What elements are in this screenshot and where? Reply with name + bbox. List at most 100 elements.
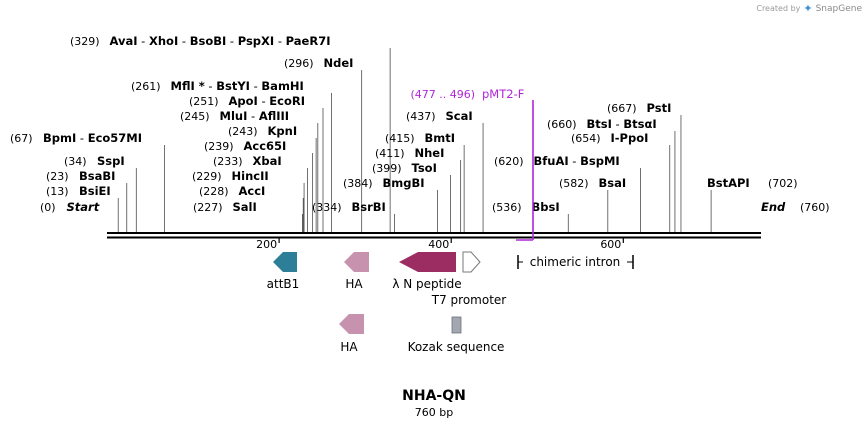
site-position: (13) [46,185,69,198]
site-position: (654) [571,132,601,145]
snapgene-credit: Created by ✦ SnapGene [756,2,862,15]
site-name: BpmI - Eco57MI [43,131,142,145]
map-length: 760 bp [414,406,454,419]
feature-label-lambda-n: λ N peptide [392,277,461,291]
site-name: BfuAI - BspMI [534,154,620,168]
site-end[interactable]: End(760) [761,200,830,214]
site-position: (582) [559,177,589,190]
primer-pmt2-f[interactable]: (477 .. 496) pMT2-F [410,87,534,241]
feature-arrow-lambda-n [399,252,456,272]
site-start[interactable]: (0)Start [40,200,100,214]
site-name: MflI * - BstYI - BamHI [171,79,304,93]
site-name: Acc65I [244,139,287,153]
feature-arrow-ha-2 [339,314,364,334]
site-bsabi[interactable]: (23) BsaBI [46,169,115,183]
site-acc65i[interactable]: (239) Acc65I [204,139,286,153]
site-bmgbi[interactable]: (384)BmgBI [343,176,425,190]
intron-label-bg [523,253,627,270]
site-position: (227) [193,201,223,214]
site-hincii[interactable]: (229)HincII [192,169,269,183]
site-btsi[interactable]: (660)BtsI - BtsαI [547,117,657,131]
site-bfuai[interactable]: (620) BfuAI - BspMI [494,154,620,168]
site-bbsi[interactable]: (536)BbsI [492,200,560,214]
site-name: SspI [97,154,125,168]
site-position: (243) [228,125,258,138]
site-position: (399) [372,162,402,175]
site-bstapi[interactable]: BstAPI(702) [707,176,798,190]
scale-tick-label: 400 [428,238,449,251]
site-name: Start [67,200,100,214]
site-bmti[interactable]: (415) BmtI [385,131,455,145]
feature-arrow-ha-1 [344,252,369,272]
site-position: (296) [284,57,314,70]
feature-kozak-sequence[interactable]: Kozak sequence [408,316,505,354]
feature-ha-1[interactable]: HA [344,252,369,291]
site-name: KpnI [268,124,298,138]
site-name: End [761,200,786,214]
site-bpmi[interactable]: (67)BpmI - Eco57MI [10,131,142,145]
site-bsai[interactable]: (582) BsaI [559,176,626,190]
primer-name: pMT2-F [482,87,524,101]
site-apoi[interactable]: (251)ApoI - EcoRI [189,94,305,108]
site-position: (620) [494,155,524,168]
site-i-ppoi[interactable]: (654) I-PpoI [571,131,648,145]
site-position: (239) [204,140,234,153]
snapgene-logo-icon: ✦ [803,2,813,15]
site-name: TsoI [412,161,437,175]
feature-t7-promoter[interactable]: T7 promoter [431,251,507,307]
scale-tick-label: 600 [600,238,621,251]
site-name: I-PpoI [611,131,649,145]
site-position: (415) [385,132,415,145]
feature-lambda-n-peptide[interactable]: λ N peptide [392,252,462,291]
site-name: XbaI [253,154,282,168]
feature-label-ha-1: HA [345,277,363,291]
feature-attb1[interactable]: attB1 [267,252,300,291]
site-position: (229) [192,170,222,183]
site-position: (23) [46,170,69,183]
site-acci[interactable]: (228)AccI [199,184,265,198]
site-position: (251) [189,95,219,108]
site-kpni[interactable]: (243) KpnI [228,124,297,138]
site-tsoi[interactable]: (399) TsoI [372,161,437,175]
site-name: BsrBI [352,200,386,214]
site-name: NdeI [324,56,354,70]
feature-label-ha-2: HA [340,340,358,354]
feature-chimeric-intron[interactable]: chimeric intron [517,253,634,270]
site-scai[interactable]: (437)ScaI [406,109,473,123]
site-bsrbi[interactable]: (334) BsrBI [312,200,386,214]
site-psti[interactable]: (667) PstI [607,101,671,115]
site-leader-lines [117,48,712,232]
feature-arrow-t7 [462,251,481,273]
site-sspi[interactable]: (34) SspI [64,154,125,168]
site-mlui[interactable]: (245)MluI - AflIII [180,109,289,123]
site-name: BsaI [599,176,627,190]
snapgene-product-name: SnapGene [815,3,862,14]
site-sali[interactable]: (227)SalI [193,200,257,214]
site-name: BmtI [425,131,456,145]
site-position: (411) [375,147,405,160]
created-by-text: Created by [756,4,801,13]
feature-ha-2[interactable]: HA [339,314,364,354]
site-name: BmgBI [383,176,425,190]
site-position: (261) [131,80,161,93]
site-ndei[interactable]: (296) NdeI [284,56,353,70]
site-position: (334) [312,201,342,214]
scale-tick-label: 200 [256,238,277,251]
site-position: (437) [406,110,436,123]
site-bsiei[interactable]: (13)BsiEI [46,184,111,198]
site-name: AvaI - XhoI - BsoBI - PspXI - PaeR7I [110,34,331,48]
site-position: (233) [213,155,243,168]
site-position: (34) [64,155,87,168]
site-xbai[interactable]: (233) XbaI [213,154,282,168]
site-nhei[interactable]: (411)NheI [375,146,444,160]
site-name: PstI [647,101,672,115]
feature-label-intron: chimeric intron [530,255,621,269]
feature-label-attb1: attB1 [267,277,300,291]
site-avai[interactable]: (329) AvaI - XhoI - BsoBI - PspXI - PaeR7… [70,34,330,48]
site-position: (667) [607,102,637,115]
site-position: (329) [70,35,100,48]
site-mfli-[interactable]: (261) MflI * - BstYI - BamHI [131,79,304,93]
feature-label-t7: T7 promoter [431,293,507,307]
site-name: BsaBI [79,169,115,183]
